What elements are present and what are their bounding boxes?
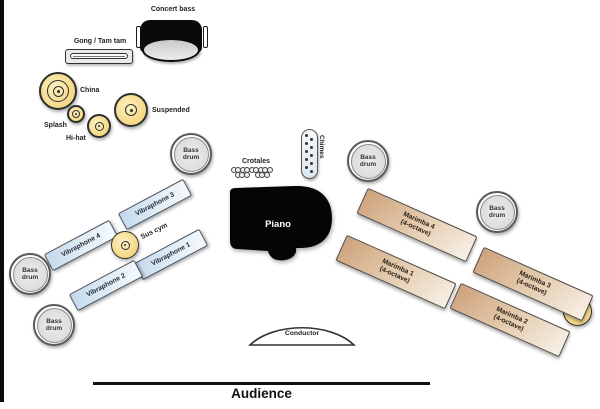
gong-tamtam-icon xyxy=(65,49,133,64)
piano-label: Piano xyxy=(265,219,291,230)
bass-drum-label: Bass drum xyxy=(182,146,200,161)
drum-lug-icon xyxy=(203,26,208,48)
bass-drum-left-lower: Bass drum xyxy=(33,304,75,346)
vibraphone-3-label: Vibraphone 3 xyxy=(134,191,176,218)
vibraphone-2: Vibraphone 2 xyxy=(68,259,144,312)
vibraphone-3: Vibraphone 3 xyxy=(117,178,193,231)
chimes-icon xyxy=(301,129,318,179)
piano-icon: Piano xyxy=(226,182,338,264)
vibraphone-2-label: Vibraphone 2 xyxy=(85,272,127,299)
conductor-label: Conductor xyxy=(284,330,320,337)
concert-bass-label: Concert bass xyxy=(150,6,196,13)
sus-cym-left-label: Sus cym xyxy=(139,222,169,241)
splash-cymbal-icon xyxy=(67,105,85,123)
bass-drum-left-upper: Bass drum xyxy=(9,253,51,295)
suspended-label: Suspended xyxy=(152,107,190,114)
suspended-cymbal-icon xyxy=(114,93,148,127)
audience-divider-line xyxy=(93,382,430,385)
gong-tamtam-label: Gong / Tam tam xyxy=(73,38,127,45)
bass-drum-label: Bass drum xyxy=(45,317,63,332)
left-crop-bar xyxy=(0,0,4,402)
audience-label: Audience xyxy=(231,386,292,401)
china-label: China xyxy=(80,87,100,94)
hihat-label: Hi-hat xyxy=(66,135,86,142)
chimes-label: Chimes xyxy=(318,135,326,159)
bass-drum-label: Bass drum xyxy=(359,153,377,168)
bass-drum-right: Bass drum xyxy=(476,191,518,233)
vibraphone-1-label: Vibraphone 1 xyxy=(150,241,192,268)
bass-drum-label: Bass drum xyxy=(21,266,39,281)
vibraphone-4: Vibraphone 4 xyxy=(43,219,119,272)
bass-drum-center: Bass drum xyxy=(347,140,389,182)
vibraphone-4-label: Vibraphone 4 xyxy=(60,232,102,259)
sus-cym-left-icon xyxy=(111,231,139,259)
concert-bass-drum-icon xyxy=(136,18,208,64)
splash-label: Splash xyxy=(44,122,67,129)
crotales-label: Crotales xyxy=(241,158,270,165)
conductor-icon xyxy=(246,320,358,348)
drum-head xyxy=(142,38,200,62)
bass-drum-top: Bass drum xyxy=(170,133,212,175)
china-cymbal-icon xyxy=(39,72,77,110)
crotales-icon xyxy=(234,172,270,178)
gong-frame xyxy=(70,53,128,59)
bass-drum-label: Bass drum xyxy=(488,204,506,219)
hihat-cymbal-icon xyxy=(87,114,111,138)
